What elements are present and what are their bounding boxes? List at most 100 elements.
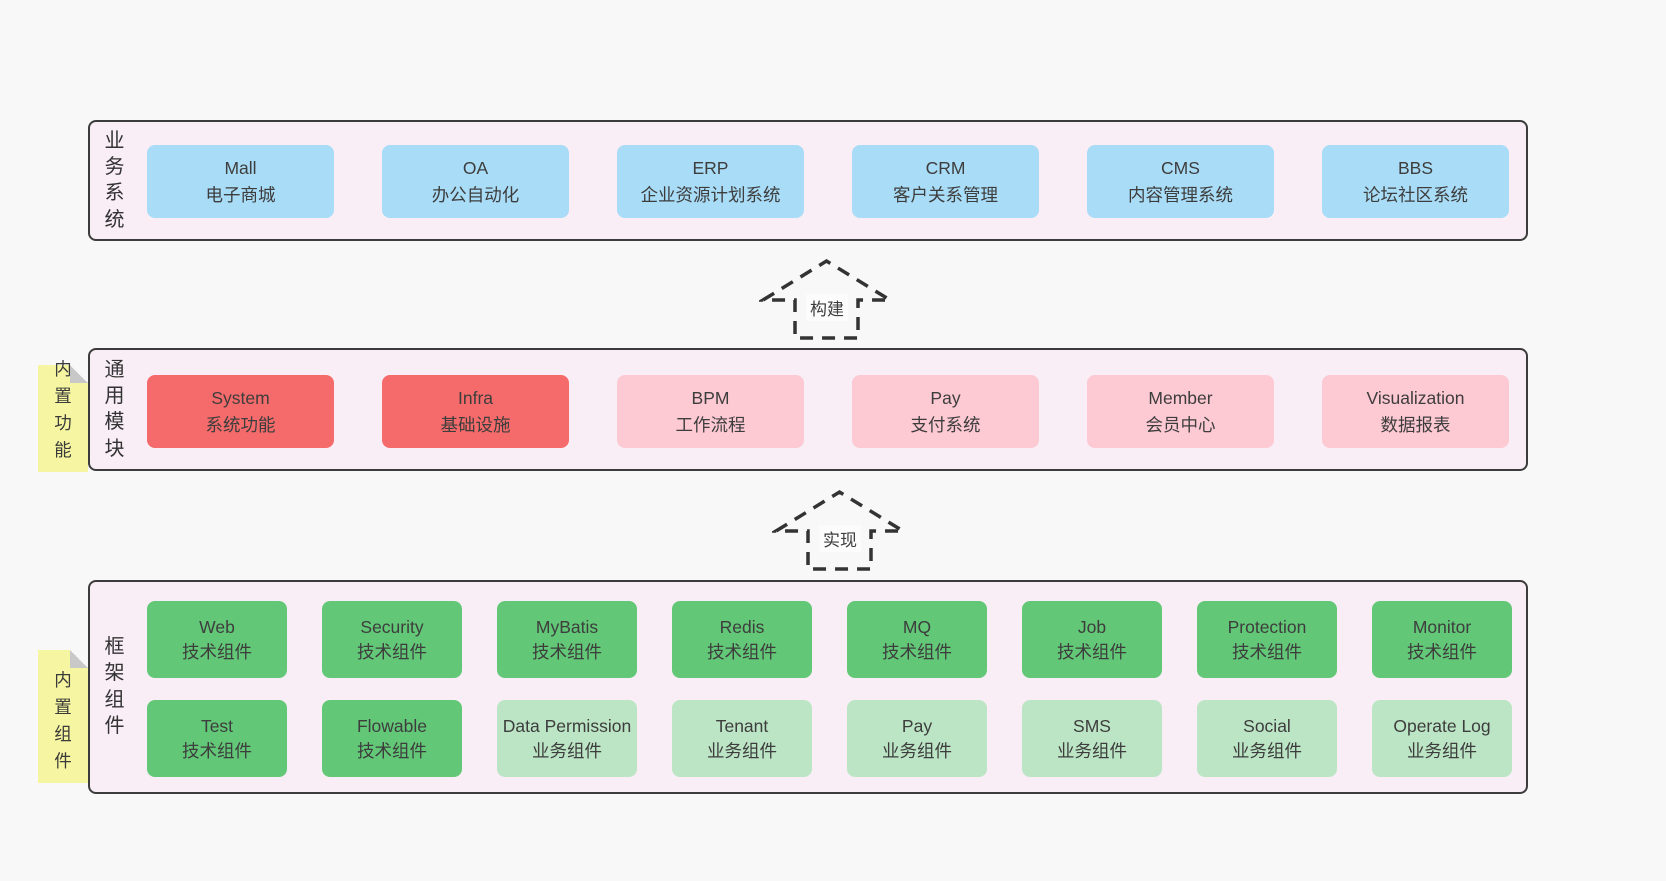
box-subtitle: 支付系统: [910, 414, 981, 435]
box-subtitle: 技术组件: [707, 641, 777, 662]
up-arrow-implement-icon: [772, 489, 907, 571]
box-bbs: BBS 论坛社区系统: [1322, 145, 1509, 218]
box-title: Visualization: [1366, 388, 1465, 409]
box-flowable: Flowable 技术组件: [322, 700, 462, 777]
box-subtitle: 业务组件: [1232, 740, 1302, 761]
box-title: BBS: [1397, 158, 1434, 179]
box-subtitle: 系统功能: [205, 414, 276, 435]
box-oa: OA 办公自动化: [382, 145, 569, 218]
box-subtitle: 办公自动化: [431, 184, 520, 205]
box-title: Web: [199, 617, 235, 637]
box-title: MyBatis: [535, 617, 599, 637]
box-title: CMS: [1161, 158, 1200, 179]
box-mybatis: MyBatis 技术组件: [497, 601, 637, 678]
folded-corner-icon: [70, 365, 88, 383]
box-title: BPM: [691, 388, 730, 409]
box-title: Infra: [457, 388, 494, 409]
box-bpm: BPM 工作流程: [617, 375, 804, 448]
layer-label-business: 业务系统: [104, 129, 125, 231]
box-title: SMS: [1073, 716, 1111, 736]
box-title: Data Permission: [502, 716, 632, 736]
box-subtitle: 技术组件: [182, 740, 252, 761]
box-subtitle: 业务组件: [532, 740, 602, 761]
framework-box-row-2: Test 技术组件 Flowable 技术组件 Data Permission …: [147, 700, 1512, 777]
arrow-label-build: 构建: [806, 294, 848, 321]
box-title: Monitor: [1412, 617, 1472, 637]
box-title: Redis: [719, 617, 765, 637]
box-title: MQ: [902, 617, 932, 637]
box-tenant: Tenant 业务组件: [672, 700, 812, 777]
box-subtitle: 技术组件: [882, 641, 952, 662]
box-pay-component: Pay 业务组件: [847, 700, 987, 777]
sticky-note-built-in-components: 内置组件: [38, 650, 88, 783]
box-system: System 系统功能: [147, 375, 334, 448]
box-security: Security 技术组件: [322, 601, 462, 678]
box-mq: MQ 技术组件: [847, 601, 987, 678]
box-subtitle: 业务组件: [882, 740, 952, 761]
box-pay-module: Pay 支付系统: [852, 375, 1039, 448]
box-erp: ERP 企业资源计划系统: [617, 145, 804, 218]
box-monitor: Monitor 技术组件: [1372, 601, 1512, 678]
box-subtitle: 业务组件: [707, 740, 777, 761]
box-subtitle: 内容管理系统: [1128, 184, 1233, 205]
box-title: Member: [1148, 388, 1213, 409]
box-subtitle: 基础设施: [440, 414, 511, 435]
box-title: CRM: [925, 158, 966, 179]
box-subtitle: 技术组件: [1057, 641, 1127, 662]
layer-common-modules: 通用模块 System 系统功能 Infra 基础设施 BPM 工作流程 Pay…: [88, 348, 1528, 471]
box-subtitle: 技术组件: [532, 641, 602, 662]
box-test: Test 技术组件: [147, 700, 287, 777]
box-sms: SMS 业务组件: [1022, 700, 1162, 777]
box-data-permission: Data Permission 业务组件: [497, 700, 637, 777]
box-member: Member 会员中心: [1087, 375, 1274, 448]
box-social: Social 业务组件: [1197, 700, 1337, 777]
box-subtitle: 客户关系管理: [893, 184, 998, 205]
box-subtitle: 技术组件: [182, 641, 252, 662]
folded-corner-icon: [70, 650, 88, 668]
box-visualization: Visualization 数据报表: [1322, 375, 1509, 448]
box-subtitle: 技术组件: [1407, 641, 1477, 662]
up-arrow-build-icon: [759, 258, 894, 340]
box-subtitle: 技术组件: [1232, 641, 1302, 662]
box-subtitle: 电子商城: [205, 184, 276, 205]
box-title: Social: [1243, 716, 1291, 736]
box-protection: Protection 技术组件: [1197, 601, 1337, 678]
box-title: Protection: [1227, 617, 1307, 637]
box-subtitle: 会员中心: [1145, 414, 1216, 435]
box-infra: Infra 基础设施: [382, 375, 569, 448]
box-mall: Mall 电子商城: [147, 145, 334, 218]
box-web: Web 技术组件: [147, 601, 287, 678]
box-subtitle: 业务组件: [1407, 740, 1477, 761]
sticky-text: 内置功能: [54, 358, 72, 460]
box-subtitle: 工作流程: [675, 414, 746, 435]
box-subtitle: 业务组件: [1057, 740, 1127, 761]
box-title: Job: [1077, 617, 1107, 637]
box-title: Pay: [901, 716, 933, 736]
layer-label-modules: 通用模块: [104, 358, 125, 460]
box-title: System: [211, 388, 270, 409]
sticky-text: 内置组件: [54, 669, 72, 771]
box-crm: CRM 客户关系管理: [852, 145, 1039, 218]
box-cms: CMS 内容管理系统: [1087, 145, 1274, 218]
box-title: Tenant: [715, 716, 769, 736]
box-title: Operate Log: [1393, 716, 1491, 736]
framework-box-row-1: Web 技术组件 Security 技术组件 MyBatis 技术组件 Redi…: [147, 601, 1512, 678]
arrow-label-implement: 实现: [819, 525, 861, 552]
box-title: ERP: [692, 158, 729, 179]
box-title: Test: [200, 716, 234, 736]
box-subtitle: 技术组件: [357, 641, 427, 662]
sticky-note-built-in-features: 内置功能: [38, 359, 88, 472]
box-title: Pay: [930, 388, 961, 409]
box-job: Job 技术组件: [1022, 601, 1162, 678]
layer-business-systems: 业务系统 Mall 电子商城 OA 办公自动化 ERP 企业资源计划系统 CRM…: [88, 120, 1528, 241]
box-operate-log: Operate Log 业务组件: [1372, 700, 1512, 777]
modules-box-row: System 系统功能 Infra 基础设施 BPM 工作流程 Pay 支付系统…: [147, 375, 1509, 448]
box-subtitle: 技术组件: [357, 740, 427, 761]
box-subtitle: 数据报表: [1380, 414, 1451, 435]
layer-label-framework: 框架组件: [104, 636, 125, 738]
box-title: Security: [360, 617, 424, 637]
box-subtitle: 企业资源计划系统: [640, 184, 781, 205]
box-title: OA: [462, 158, 489, 179]
box-title: Mall: [224, 158, 257, 179]
layer-framework-components: 框架组件 Web 技术组件 Security 技术组件 MyBatis 技术组件…: [88, 580, 1528, 794]
